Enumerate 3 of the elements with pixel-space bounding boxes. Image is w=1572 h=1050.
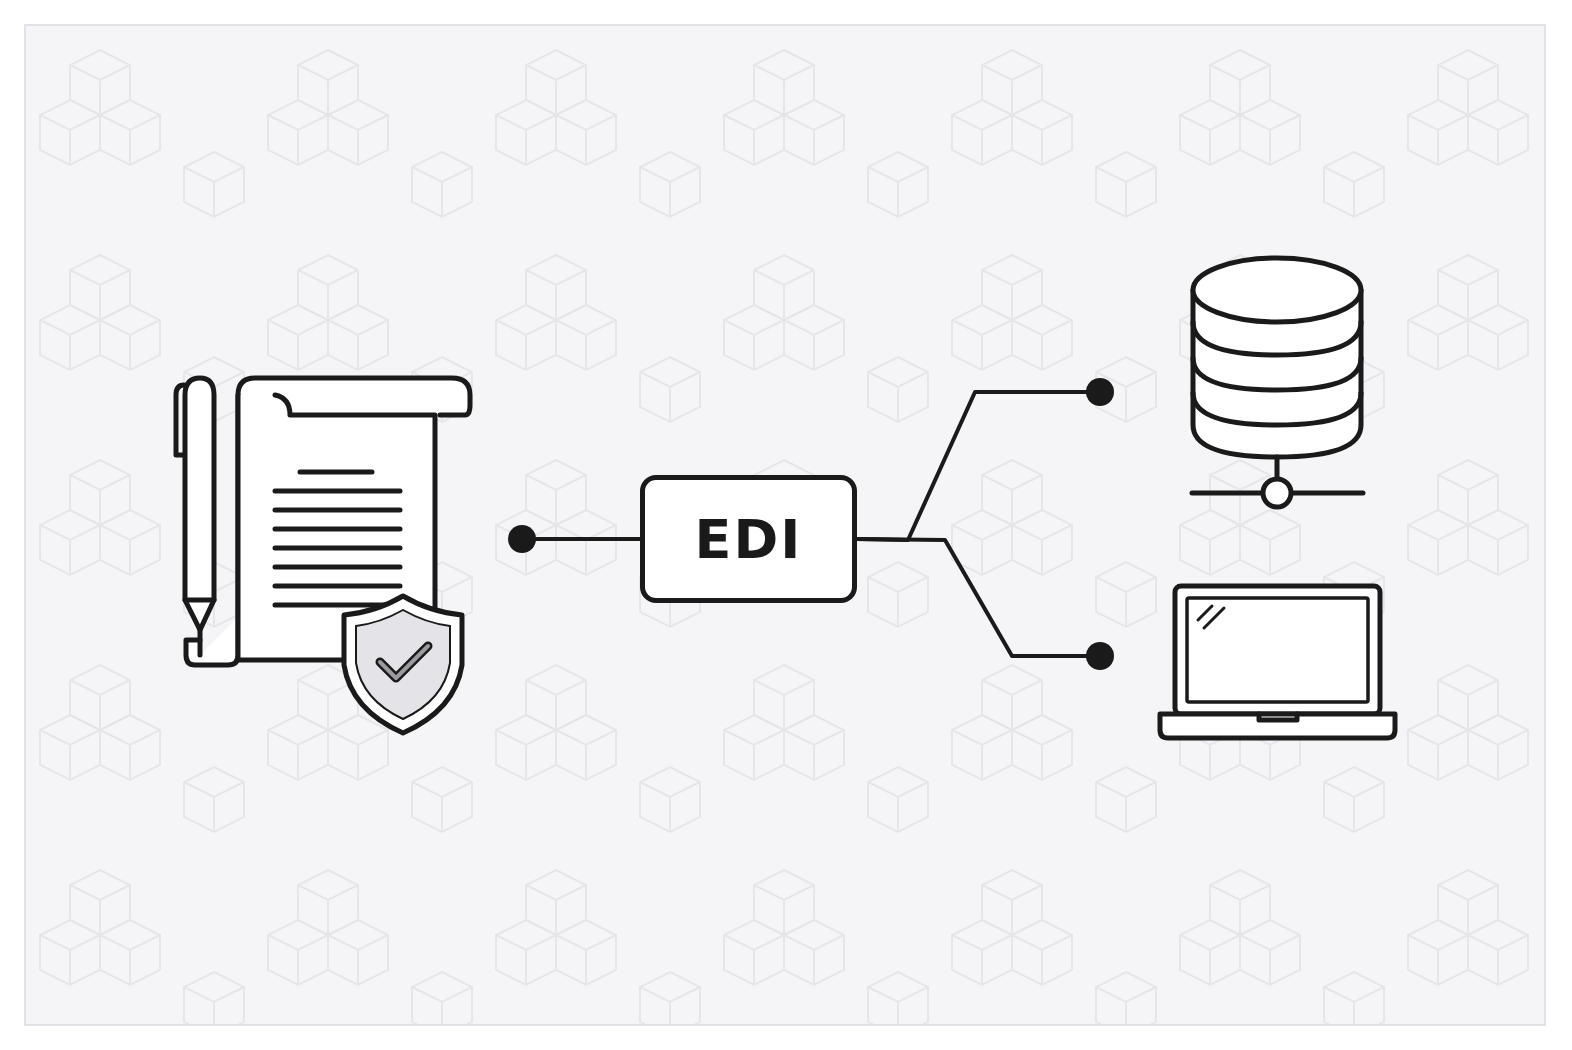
- connector-line: [856, 537, 1114, 670]
- process-box: EDI: [640, 475, 857, 603]
- connector-line: [508, 525, 640, 553]
